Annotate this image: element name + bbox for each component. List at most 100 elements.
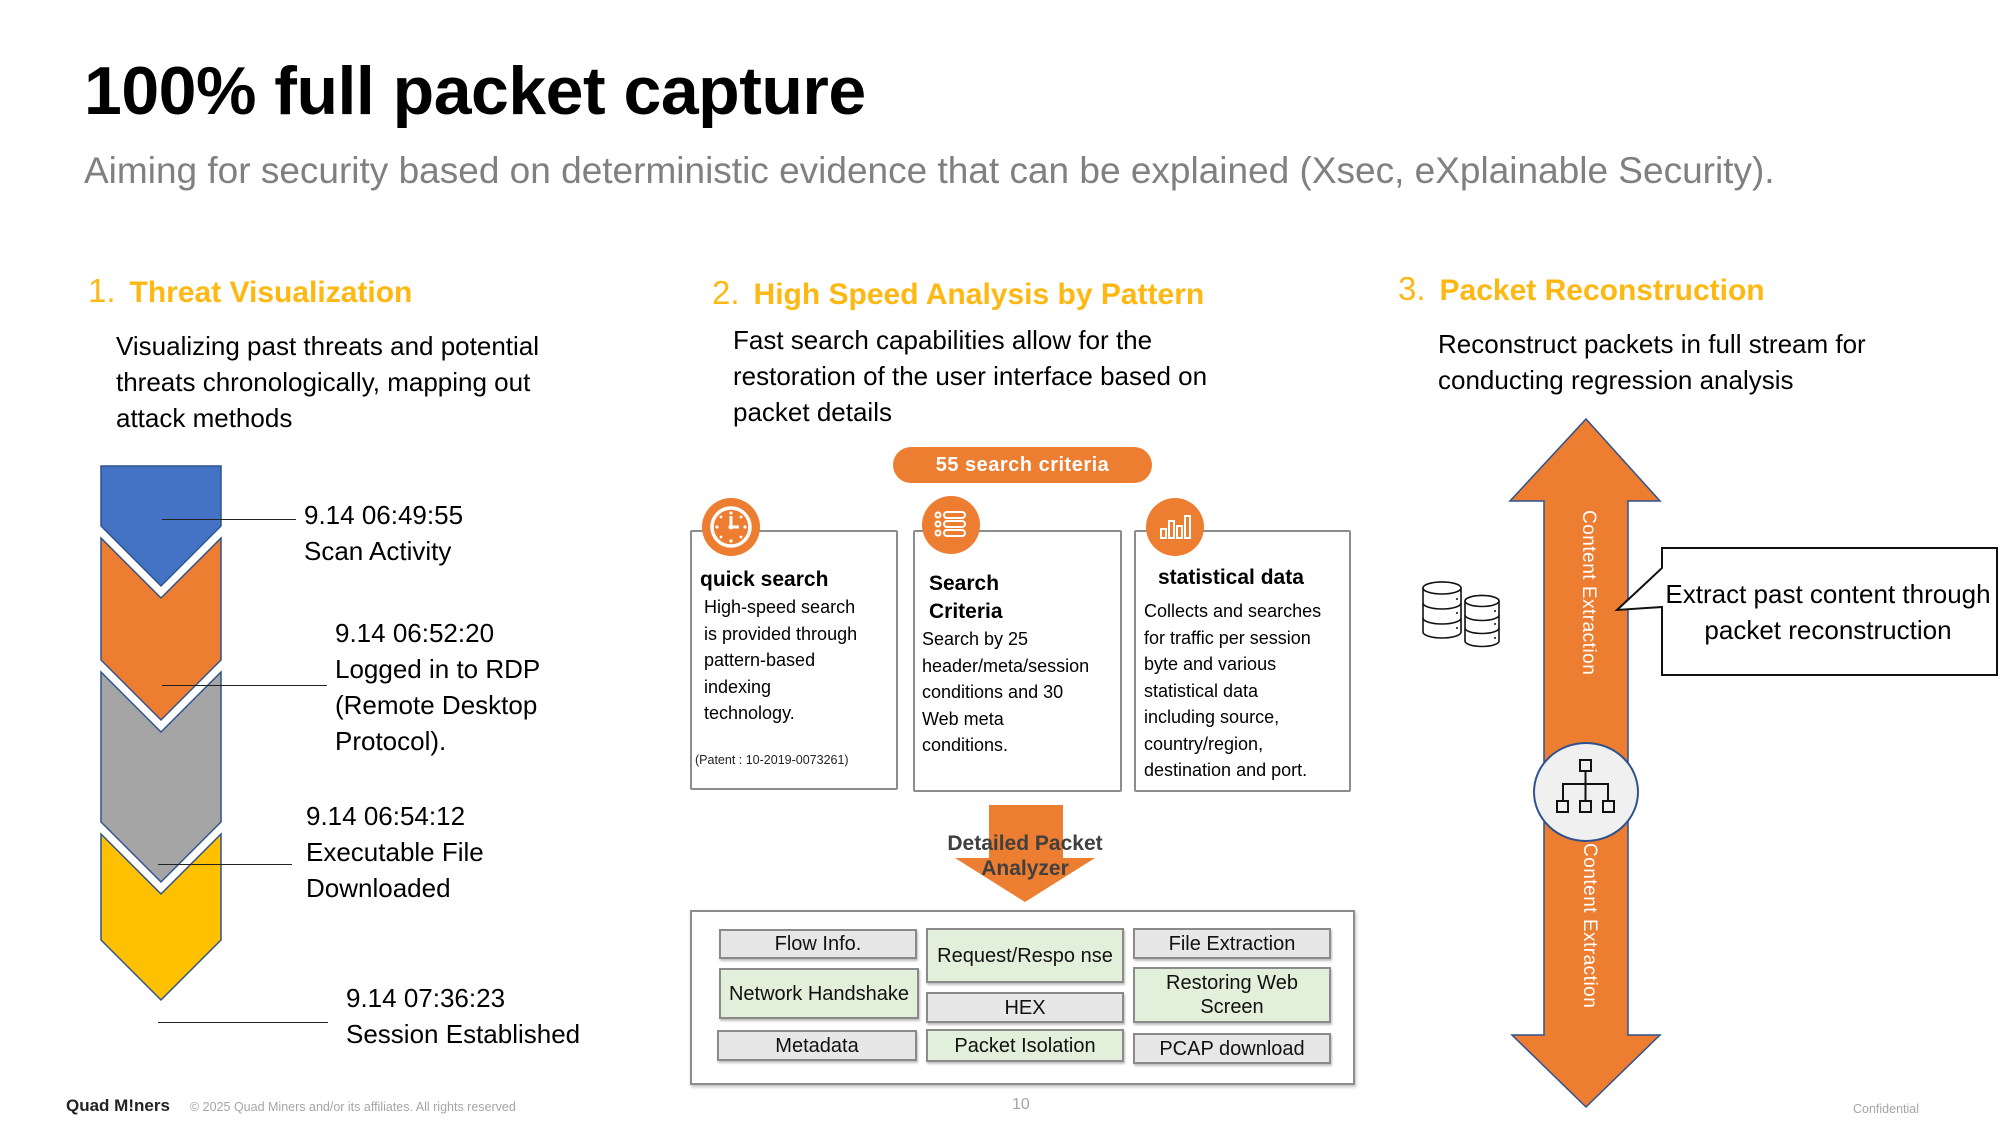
threat-timeline-chevrons: [100, 465, 222, 1002]
feature-restoring-web-screen: Restoring Web Screen: [1133, 967, 1331, 1023]
chevron-session-established: [100, 832, 222, 1002]
timeline-event-text: Logged in to RDP: [335, 654, 541, 684]
section-3-number: 3.: [1398, 270, 1426, 307]
leader-line: [158, 1022, 328, 1023]
timeline-time: 9.14 06:52:20: [335, 618, 495, 648]
text-line: Search by 25: [922, 629, 1029, 649]
text-line: Criteria: [929, 600, 1003, 623]
timeline-event-text: Session Established: [346, 1019, 581, 1049]
text-line: byte and various: [1144, 654, 1277, 674]
card-search-criteria: [913, 530, 1122, 792]
timeline-event-text: (Remote Desktop: [335, 690, 538, 720]
text-line: is provided through: [704, 623, 858, 644]
text-line: technology.: [704, 703, 795, 723]
leader-line: [162, 519, 296, 520]
search-criteria-badge: 55 search criteria: [893, 447, 1152, 483]
section-1-title: Threat Visualization: [129, 276, 413, 309]
section-2-number: 2.: [712, 274, 740, 311]
description-line: attack methods: [116, 403, 293, 433]
card-text: High-speed search is provided through pa…: [704, 594, 857, 727]
timeline-time: 9.14 07:36:23: [346, 983, 506, 1013]
text-line: header/meta/session: [922, 655, 1090, 676]
card-statistical-data: [1134, 530, 1351, 792]
feature-pcap-download: PCAP download: [1133, 1033, 1331, 1064]
analyzer-label: Detailed Packet Analyzer: [920, 831, 1130, 881]
card-quick-search: [690, 530, 898, 790]
feature-packet-isolation: Packet Isolation: [926, 1029, 1124, 1062]
text-line: Extract past content through: [1665, 579, 1991, 609]
text-line: Analyzer: [981, 857, 1069, 880]
description-line: Reconstruct packets in full stream for: [1438, 329, 1866, 359]
bar-chart-icon: [1146, 498, 1204, 556]
text-line: Detailed Packet: [947, 832, 1103, 855]
chevron-scan-activity: [100, 465, 222, 588]
hierarchy-icon: [1533, 742, 1639, 842]
text-line: conditions.: [922, 735, 1009, 755]
section-2-title: High Speed Analysis by Pattern: [753, 278, 1205, 311]
text-line: pattern-based: [704, 650, 816, 670]
timeline-event-text: Scan Activity: [304, 536, 452, 566]
text-line: destination and port.: [1144, 760, 1308, 780]
leader-line: [162, 685, 327, 686]
list-icon: [922, 496, 980, 554]
text-line: for traffic per session: [1144, 627, 1311, 648]
card-text: Collects and searches for traffic per se…: [1144, 598, 1321, 784]
timeline-time: 9.14 06:54:12: [306, 801, 466, 831]
description-line: threats chronologically, mapping out: [116, 367, 531, 397]
leader-line: [158, 864, 292, 865]
card-title: quick search: [700, 568, 829, 591]
section-1-number: 1.: [88, 272, 116, 309]
text-line: including source,: [1144, 707, 1280, 727]
feature-file-extraction: File Extraction: [1133, 928, 1331, 959]
section-2-heading: 2. High Speed Analysis by Pattern: [712, 274, 1204, 312]
feature-metadata: Metadata: [717, 1030, 917, 1061]
timeline-event: 9.14 06:52:20 Logged in to RDP (Remote D…: [335, 615, 540, 759]
text-line: conditions and 30: [922, 682, 1064, 702]
clock-icon: [702, 498, 760, 556]
section-1-heading: 1. Threat Visualization: [88, 272, 412, 310]
text-line: Search: [929, 572, 1000, 595]
feature-request-response: Request/Respo nse: [926, 928, 1124, 983]
section-1-description: Visualizing past threats and potential t…: [116, 328, 539, 436]
classification-label: Confidential: [1853, 1102, 1920, 1116]
section-3-title: Packet Reconstruction: [1439, 274, 1765, 307]
timeline-time: 9.14 06:49:55: [304, 500, 464, 530]
arrow-label-bottom: Content Extraction: [1579, 843, 1600, 1009]
section-3-description: Reconstruct packets in full stream for c…: [1438, 326, 1866, 398]
timeline-event-text: Protocol).: [335, 726, 447, 756]
arrow-label-top: Content Extraction: [1578, 510, 1599, 676]
card-title: Search Criteria: [929, 570, 1003, 626]
section-3-heading: 3. Packet Reconstruction: [1398, 270, 1765, 308]
timeline-event: 9.14 06:54:12 Executable File Downloaded: [306, 798, 484, 906]
timeline-event: 9.14 07:36:23 Session Established: [346, 980, 580, 1052]
copyright-text: © 2025 Quad Miners and/or its affiliates…: [190, 1100, 516, 1114]
callout-box: [1614, 547, 1998, 676]
feature-flow-info: Flow Info.: [719, 929, 917, 959]
description-line: conducting regression analysis: [1438, 365, 1794, 395]
feature-network-handshake: Network Handshake: [719, 968, 919, 1019]
text-line: statistical data: [1144, 680, 1259, 701]
callout-text: Extract past content through packet reco…: [1660, 576, 1996, 648]
section-2-description: Fast search capabilities allow for the r…: [733, 322, 1207, 430]
description-line: Visualizing past threats and potential: [116, 331, 540, 361]
chevron-rdp-login: [100, 536, 222, 722]
card-title: statistical data: [1158, 566, 1304, 589]
page-subtitle: Aiming for security based on determinist…: [84, 150, 1775, 191]
page-number: 10: [1012, 1096, 1030, 1113]
text-line: packet reconstruction: [1704, 615, 1952, 645]
timeline-event: 9.14 06:49:55 Scan Activity: [304, 497, 463, 569]
chevron-file-download: [100, 670, 222, 884]
text-line: country/region,: [1144, 733, 1264, 754]
text-line: High-speed search: [704, 597, 856, 617]
description-line: Fast search capabilities allow for the: [733, 325, 1153, 355]
text-line: Web meta: [922, 708, 1004, 729]
database-icon: [1422, 581, 1500, 648]
feature-hex: HEX: [926, 992, 1124, 1023]
description-line: restoration of the user interface based …: [733, 361, 1208, 391]
description-line: packet details: [733, 397, 892, 427]
page-title: 100% full packet capture: [84, 53, 866, 129]
card-text: Search by 25 header/meta/session conditi…: [922, 626, 1089, 759]
text-line: indexing: [704, 676, 772, 697]
timeline-event-text: Executable File: [306, 837, 484, 867]
text-line: Collects and searches: [1144, 601, 1322, 621]
